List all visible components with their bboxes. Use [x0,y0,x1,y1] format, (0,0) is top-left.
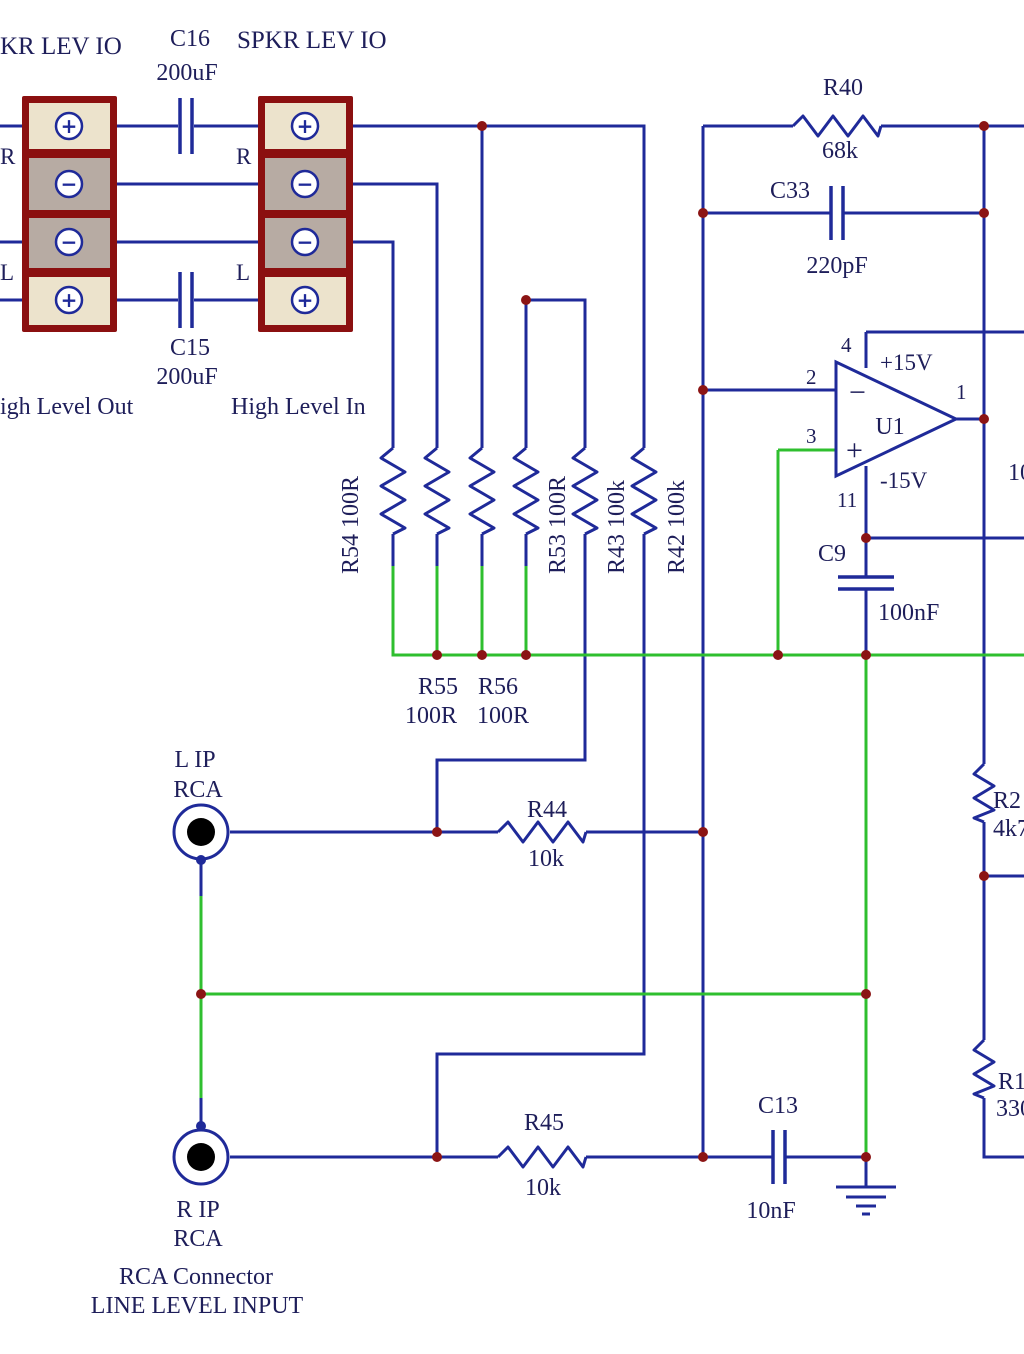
minus-terminal-icon [54,169,84,199]
r42-zigzag [630,446,658,536]
r2x-ref: R2 [993,788,1021,814]
rca-caption-line1: RCA Connector [119,1264,273,1290]
r54-label: R54 100R [338,476,364,574]
rca-right-name: R IP [176,1197,219,1223]
u1-vneg: -15V [880,468,928,493]
r56-value: 100R [477,703,529,729]
minus-terminal-icon [54,227,84,257]
u1-ref: U1 [875,414,904,440]
rca-left-jack-icon [172,803,230,865]
rca-caption-line2: LINE LEVEL INPUT [91,1293,304,1319]
rca-right-type: RCA [173,1226,223,1252]
minus-terminal-icon [290,227,320,257]
in-connector-caption: High Level In [231,394,366,420]
r1x-ref: R1 [998,1069,1024,1095]
r42-label: R42 100k [664,480,690,574]
r45-zigzag [496,1145,588,1169]
speaker-level-in-connector [258,96,353,332]
terminal-minus-glyph: − [61,230,78,254]
r43-zigzag [571,446,599,536]
terminal-plus-glyph: + [297,288,314,312]
r55-value: 100R [405,703,457,729]
u1-pin-4: 4 [841,333,852,357]
terminal-icons [54,111,320,315]
terminal-minus-glyph: − [297,172,314,196]
r2x-value: 4k7 [993,816,1024,842]
rca-left-name: L IP [174,747,215,773]
in-r-label: R [236,144,252,169]
r44-ref: R44 [527,797,567,823]
c9-symbol [838,575,894,591]
resistor-symbols [379,114,996,1169]
r56-zigzag [468,446,496,536]
capacitor-symbols [178,98,894,1184]
out-r-label: R [0,144,16,169]
plus-terminal-icon [290,285,320,315]
c9-value: 100nF [878,600,939,626]
in-l-label: L [236,260,250,285]
c33-ref: C33 [770,178,810,204]
c15-ref: C15 [170,335,210,361]
r45-ref: R45 [524,1110,564,1136]
u1-pin-2: 2 [806,365,817,389]
cut-off-label: 10 [1008,460,1024,486]
minus-terminal-icon [290,169,320,199]
r53-zigzag [512,446,540,536]
plus-terminal-icon [54,111,84,141]
c13-value: 10nF [746,1198,795,1224]
c16-ref: C16 [170,26,210,52]
r1x-zigzag [972,1038,996,1100]
opamp-u1-symbol: − + [834,359,960,479]
signal-wires [0,124,1024,1182]
r1x-value: 330 [996,1096,1024,1122]
in-connector-title: SPKR LEV IO [237,27,387,54]
u1-pin-11: 11 [837,488,857,512]
out-connector-title: KR LEV IO [0,33,122,60]
r40-ref: R40 [823,75,863,101]
r44-zigzag [496,820,588,844]
out-l-label: L [0,260,14,285]
u1-vpos: +15V [880,350,933,375]
terminal-plus-glyph: + [61,288,78,312]
c13-ref: C13 [758,1093,798,1119]
plus-terminal-icon [290,111,320,141]
rca-right-jack-icon [172,1121,230,1186]
r54-zigzag [379,446,407,536]
ground-icon [836,1182,896,1216]
junction-dots [196,121,989,1162]
c33-symbol [829,186,845,240]
rca-left-type: RCA [173,777,223,803]
r2x-zigzag [972,762,996,824]
rca-jack-symbols [172,803,230,1186]
terminal-minus-glyph: − [61,172,78,196]
c16-symbol [178,98,194,154]
u1-minus-sign: − [849,376,866,409]
r45-value: 10k [525,1175,561,1201]
r55-zigzag [423,446,451,536]
u1-plus-sign: + [846,434,863,467]
r44-value: 10k [528,846,564,872]
r56-ref: R56 [478,674,518,700]
out-connector-caption: igh Level Out [0,394,134,420]
r40-value: 68k [822,138,858,164]
c13-symbol [771,1130,787,1184]
c9-ref: C9 [818,541,846,567]
terminal-plus-glyph: + [61,114,78,138]
r43-label: R43 100k [604,480,630,574]
terminal-minus-glyph: − [297,230,314,254]
u1-pin-1: 1 [956,380,967,404]
r55-ref: R55 [418,674,458,700]
r40-zigzag [791,114,883,138]
c15-value: 200uF [156,364,217,390]
c33-value: 220pF [806,253,867,279]
r53-label: R53 100R [545,476,571,574]
plus-terminal-icon [54,285,84,315]
c16-value: 200uF [156,60,217,86]
u1-pin-3: 3 [806,424,817,448]
c15-symbol [178,272,194,328]
terminal-plus-glyph: + [297,114,314,138]
